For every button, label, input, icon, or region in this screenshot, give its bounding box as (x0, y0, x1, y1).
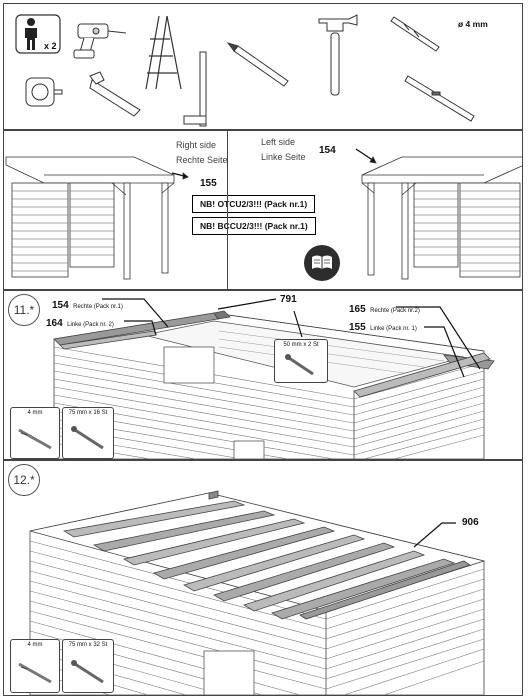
part-154-number: 154 (52, 300, 69, 311)
screw-box-75mm: 75 mm x 16 St (62, 407, 114, 459)
part-155-sub: Linke (Pack nr. 1) (370, 326, 417, 332)
shelter-left-side-view (355, 148, 522, 280)
shelter-right-side-view (5, 156, 189, 280)
screw-box-75mm-label: 75 mm x 16 St (68, 410, 108, 416)
tools-drawing (15, 14, 475, 127)
hammer-icon (318, 14, 358, 96)
step-number-11: 11.* (8, 294, 40, 326)
step-11-panel: 11.* 154 Rechte (Pack nr.1) 164 Linke (P… (3, 290, 523, 460)
screw-icon (71, 426, 104, 450)
screw-icon (285, 354, 314, 376)
part-number-154: 154 (319, 145, 336, 156)
cordless-drill-icon (73, 23, 127, 59)
part-791-number: 791 (280, 294, 297, 305)
note-bccu-text: NB! BCCU2/3!!! (Pack nr.1) (200, 221, 308, 231)
left-side-label: Left side (261, 137, 296, 147)
drill-bit-box-label: 4 mm (27, 642, 43, 648)
manual-book-icon (304, 245, 340, 281)
drill-bit-box-4mm: 4 mm (10, 639, 60, 693)
part-155-number: 155 (349, 322, 366, 333)
right-side-label-de: Rechte Seite (176, 155, 228, 165)
person-count: x 2 (44, 41, 57, 51)
drill-bit-icon (18, 428, 52, 450)
right-side-label: Right side (176, 140, 217, 150)
part-906-number: 906 (462, 517, 479, 528)
part-154-sub: Rechte (Pack nr.1) (73, 304, 123, 310)
shelter-drawing (5, 148, 522, 280)
note-otcu-text: NB! OTCU2/3!!! (Pack nr.1) (200, 199, 308, 209)
part-165-label: 165 Rechte (Pack nr.2) (349, 299, 420, 317)
drill-bit-icon (18, 662, 52, 684)
part-164-sub: Linke (Pack nr. 2) (67, 322, 114, 328)
step-12-panel: 12.* 906 4 mm 75 mm x 32 St (3, 460, 523, 696)
shelter-divider (227, 130, 228, 290)
saw-icon (89, 71, 141, 117)
spirit-level-icon (404, 75, 475, 122)
drill-size-label: ø 4 mm (458, 19, 488, 29)
part-165-number: 165 (349, 304, 366, 315)
part-164-number: 164 (46, 318, 63, 329)
tape-measure-icon (25, 77, 63, 107)
shelter-overview-panel: Right side Rechte Seite Left side Linke … (3, 130, 523, 290)
part-number-155: 155 (200, 178, 217, 189)
screw-box-50mm: 50 mm x 2 St (274, 339, 328, 383)
tools-panel: x 2 ø 4 mm (3, 3, 523, 130)
pencil-icon (226, 42, 289, 87)
drill-bit-box-4mm: 4 mm (10, 407, 60, 459)
part-164-label: 164 Linke (Pack nr. 2) (46, 313, 114, 331)
part-154-label: 154 Rechte (Pack nr.1) (52, 295, 123, 313)
drill-bit-icon (390, 16, 440, 52)
screw-box-75mm: 75 mm x 32 St (62, 639, 114, 693)
note-otcu: NB! OTCU2/3!!! (Pack nr.1) (192, 195, 316, 213)
part-155-label: 155 Linke (Pack nr. 1) (349, 317, 417, 335)
square-ruler-icon (183, 51, 207, 127)
drill-bit-box-label: 4 mm (27, 410, 43, 416)
step-ladder-icon (145, 15, 182, 90)
person-icon (15, 14, 61, 54)
left-side-label-de: Linke Seite (261, 152, 306, 162)
part-165-sub: Rechte (Pack nr.2) (370, 308, 420, 314)
screw-icon (71, 660, 104, 684)
note-bccu: NB! BCCU2/3!!! (Pack nr.1) (192, 217, 316, 235)
screw-box-75mm-label: 75 mm x 32 St (68, 642, 108, 648)
screw-box-50mm-label: 50 mm x 2 St (283, 342, 319, 348)
step-number-12: 12.* (8, 464, 40, 496)
